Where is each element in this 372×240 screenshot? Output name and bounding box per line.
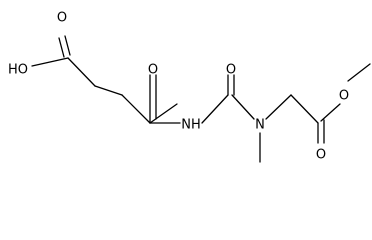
atom-o-ester-carbonyl: O: [316, 148, 326, 163]
bond-chain-1: [67, 57, 96, 87]
bond-ch2-c: [290, 94, 319, 124]
chemical-structure: O HO O NH O N O O: [8, 11, 371, 163]
bond-ester-c-o: [320, 103, 341, 122]
bonds: [31, 35, 371, 163]
atom-o-urea: O: [226, 63, 236, 78]
bond-chain-3: [121, 94, 151, 124]
bond-acid-c-o-double-b: [64, 35, 71, 56]
bond-n-ch2: [265, 94, 292, 120]
bond-urea-c-n: [231, 94, 255, 120]
atom-o-ester: O: [339, 89, 349, 104]
atom-oh-acid: HO: [8, 63, 28, 78]
bond-o-methyl: [347, 63, 371, 82]
atom-n-methyl: N: [255, 118, 265, 133]
bond-chain-2: [94, 85, 123, 96]
bond-nh-c: [201, 94, 229, 124]
atom-nh-imide: NH: [181, 118, 201, 133]
bond-chain-4: [149, 103, 178, 124]
atom-labels: O HO O NH O N O O: [8, 11, 349, 163]
bond-acid-c-o-double-a: [58, 37, 65, 58]
atom-o-ketone: O: [148, 63, 158, 78]
atom-o-acid-carbonyl: O: [57, 11, 67, 26]
bond-acid-c-oh: [31, 57, 69, 67]
